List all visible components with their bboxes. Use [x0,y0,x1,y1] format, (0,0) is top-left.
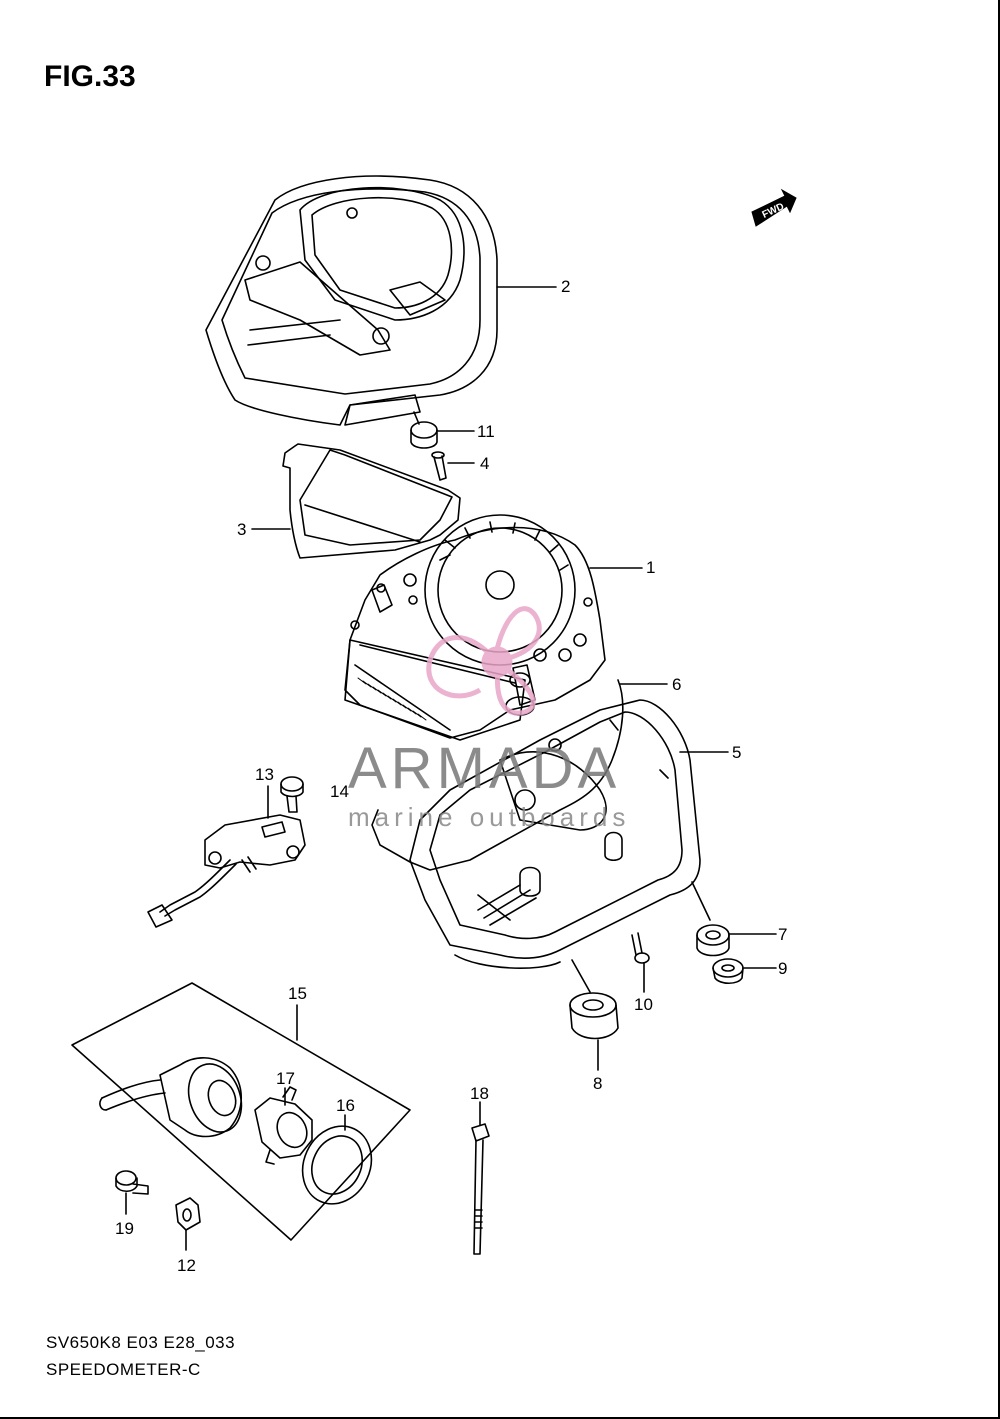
wire-harness-part-6[interactable] [371,679,624,871]
speedometer-connector-pins [357,677,427,721]
callout-1: 1 [646,558,655,577]
callout-7: 7 [778,925,787,944]
callout-17: 17 [276,1069,295,1088]
svg-text:ARMADA: ARMADA [348,736,620,801]
lens-bracket-part[interactable] [282,443,461,559]
callout-6: 6 [672,675,681,694]
callout-9: 9 [778,959,787,978]
armada-logo-icon [426,606,542,716]
armada-watermark: ARMADA marine outboards [348,606,630,832]
grommet-part-8[interactable] [569,992,619,1040]
frame-border-bottom [0,1417,1000,1419]
bulb-holder-part-17[interactable] [254,1086,313,1165]
lamp-socket-part [99,1057,243,1138]
grommet-part-11[interactable] [410,411,438,449]
callout-13: 13 [255,765,274,784]
callout-19: 19 [115,1219,134,1238]
sensor-bracket-part-13[interactable] [147,814,306,928]
callout-11: 11 [477,422,495,441]
figure-title: FIG.33 [44,60,136,93]
callout-labels: 1 2 3 4 5 6 7 8 9 10 11 12 13 14 15 16 1… [115,277,787,1275]
forward-arrow-icon: FWD [751,188,797,227]
bolt-part-14[interactable] [280,776,304,813]
svg-text:FWD: FWD [761,201,786,221]
meter-lower-case-part[interactable] [409,699,701,969]
callout-3: 3 [237,520,246,539]
frame-border-right [998,0,1000,1419]
diagram-model-code: SV650K8 E03 E28_033 [46,1333,236,1352]
callout-10: 10 [634,995,653,1014]
seal-ring-part-16[interactable] [290,1115,384,1215]
callout-8: 8 [593,1074,602,1093]
callout-18: 18 [470,1084,489,1103]
callout-12: 12 [177,1256,196,1275]
collar-part-9[interactable] [712,958,744,985]
meter-cover-part[interactable] [205,175,498,426]
callout-5: 5 [732,743,741,762]
speedometer-assembly-part[interactable] [344,514,606,741]
diagram-section-name: SPEEDOMETER-C [46,1360,201,1379]
bolt-part-19[interactable] [115,1170,149,1195]
screw-part-10[interactable] [631,932,650,964]
callout-15: 15 [288,984,307,1003]
cable-tie-part-18[interactable] [471,1123,490,1255]
callout-14: 14 [330,782,349,801]
callout-2: 2 [561,277,570,296]
svg-text:marine outboards: marine outboards [348,802,630,832]
callout-16: 16 [336,1096,355,1115]
grommet-part-7[interactable] [696,924,730,957]
callout-4: 4 [480,454,489,473]
clip-part-12[interactable] [175,1197,201,1231]
screw-part-4[interactable] [431,451,447,481]
lamp-kit-box-part-15[interactable] [71,982,411,1241]
